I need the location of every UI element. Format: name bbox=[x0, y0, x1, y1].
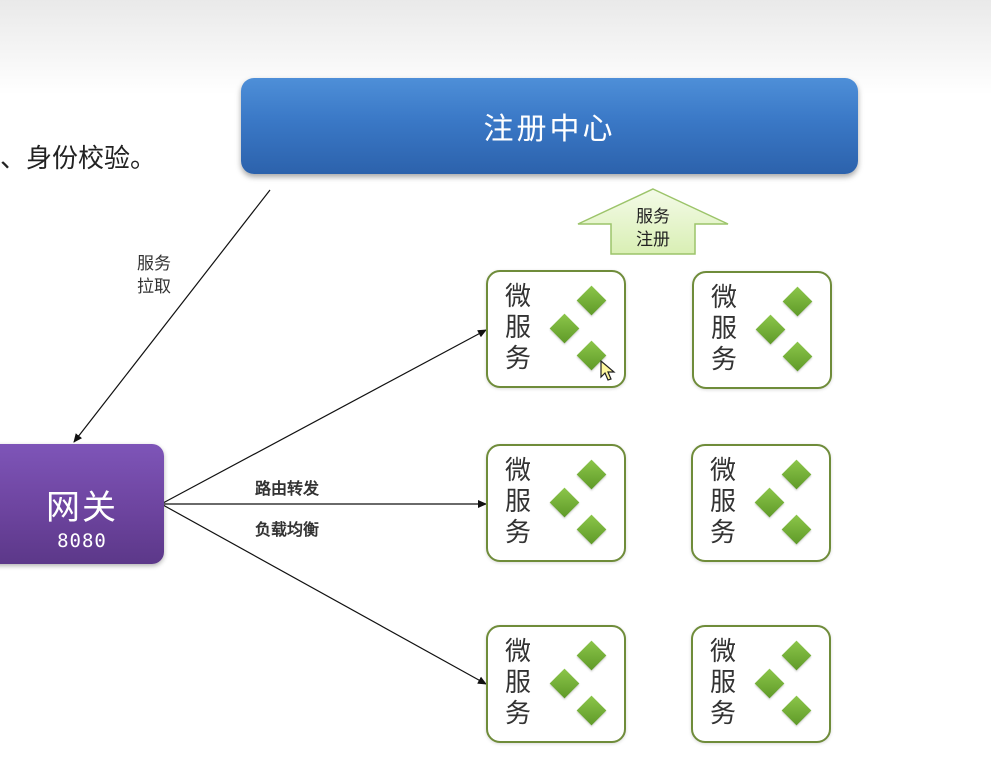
partial-heading-text: 、身份校验。 bbox=[0, 144, 157, 174]
microservice-label: 微服务 bbox=[504, 456, 531, 548]
diamond-icon bbox=[755, 314, 786, 345]
registration-label-line2: 注册 bbox=[636, 230, 670, 250]
diamond-icon bbox=[782, 286, 813, 317]
diamond-icon bbox=[781, 459, 812, 490]
diamond-icon bbox=[576, 514, 607, 545]
diamond-icon bbox=[576, 640, 607, 671]
load-balance-label: 负载均衡 bbox=[255, 520, 320, 539]
service-pull-label: 服务 拉取 bbox=[128, 253, 180, 299]
microservice-label: 微服务 bbox=[709, 637, 736, 729]
microservice-box-5[interactable]: 微服务 bbox=[486, 625, 626, 743]
diamond-icon bbox=[781, 640, 812, 671]
microservice-box-3[interactable]: 微服务 bbox=[486, 444, 626, 562]
service-registration-arrow: 服务 注册 bbox=[576, 187, 730, 256]
registry-center-box[interactable]: 注册中心 bbox=[241, 78, 858, 174]
diamond-icon bbox=[782, 341, 813, 372]
microservice-label: 微服务 bbox=[709, 456, 736, 548]
microservice-box-2[interactable]: 微服务 bbox=[692, 271, 832, 389]
route-line-top bbox=[162, 329, 487, 504]
pull-label-line1: 服务 bbox=[137, 254, 171, 274]
diamond-icon bbox=[549, 487, 580, 518]
gateway-name: 网关 bbox=[46, 488, 118, 528]
mouse-pointer-icon bbox=[600, 360, 616, 381]
diamond-icon bbox=[754, 487, 785, 518]
gateway-port: 8080 bbox=[57, 530, 107, 552]
microservice-label: 微服务 bbox=[710, 283, 737, 375]
diamond-icon bbox=[576, 285, 607, 316]
route-line-bottom bbox=[162, 504, 487, 685]
diamond-icon bbox=[576, 695, 607, 726]
registration-label-line1: 服务 bbox=[636, 207, 670, 227]
diamond-icon bbox=[781, 695, 812, 726]
diamond-icon bbox=[549, 313, 580, 344]
pull-label-line2: 拉取 bbox=[137, 277, 171, 297]
route-forward-label: 路由转发 bbox=[255, 479, 320, 498]
microservice-label: 微服务 bbox=[504, 637, 531, 729]
diamond-icon bbox=[549, 668, 580, 699]
microservice-label: 微服务 bbox=[504, 282, 531, 374]
up-arrow-icon bbox=[577, 188, 729, 255]
service-pull-line bbox=[73, 189, 271, 443]
diamond-icon bbox=[781, 514, 812, 545]
registry-center-label: 注册中心 bbox=[483, 112, 616, 147]
microservice-box-6[interactable]: 微服务 bbox=[691, 625, 831, 743]
gateway-box[interactable]: 网关 8080 bbox=[0, 444, 164, 564]
diamond-icon bbox=[754, 668, 785, 699]
microservice-box-4[interactable]: 微服务 bbox=[691, 444, 831, 562]
registration-label: 服务 注册 bbox=[618, 206, 688, 252]
diamond-icon bbox=[576, 459, 607, 490]
